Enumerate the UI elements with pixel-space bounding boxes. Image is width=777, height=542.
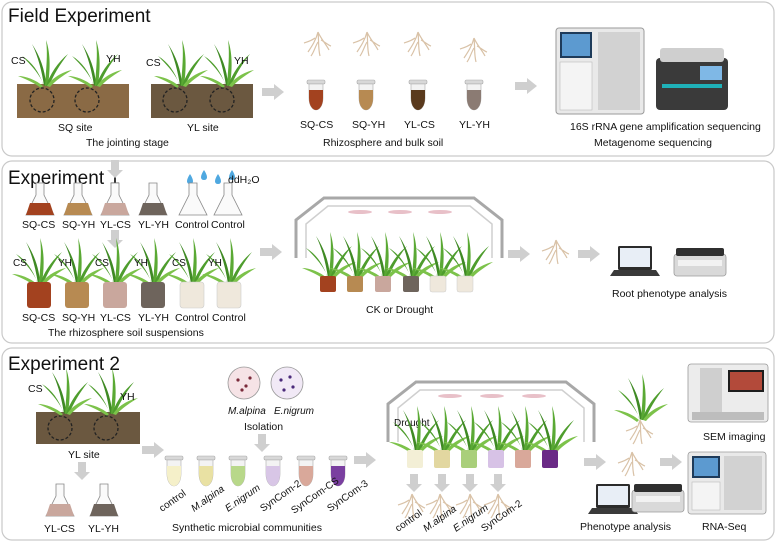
phenotype-caption: Phenotype analysis (580, 521, 671, 533)
pot-label-5: Control (175, 312, 209, 324)
drought-greenhouse: Drought (386, 380, 596, 468)
pot-label-2: SQ-YH (62, 312, 95, 324)
sem-caption: SEM imaging (703, 431, 766, 443)
drought-label: Drought (394, 418, 430, 429)
pot-top-label-1: CS (13, 258, 27, 269)
pot-label-1: SQ-CS (22, 312, 55, 324)
greenhouse-caption: CK or Drought (366, 304, 433, 316)
exp2-flask-label-1: YL-CS (44, 523, 75, 535)
exp2-flask-label-2: YL-YH (88, 523, 119, 535)
isolation-label: Isolation (244, 421, 283, 433)
tube-label-sq-yh: SQ-YH (352, 119, 385, 131)
yl-site-name: YL site (187, 122, 219, 134)
pot-top-label-6: YH (208, 258, 222, 269)
exp2-flasks: YL-CS YL-YH (44, 483, 119, 535)
experiment1-title: Experiment 1 (8, 168, 120, 189)
dish-label-1: M.alpina (228, 406, 266, 417)
root-analysis-equipment: Root phenotype analysis (610, 246, 727, 300)
exp2-cs-label: CS (28, 383, 43, 395)
experiment1-panel: Experiment 1 ddH₂O SQ-CS SQ-YH YL-CS YL-… (1, 160, 775, 344)
isolation-dishes: M.alpina E.nigrum Isolation (227, 366, 314, 433)
pot-label-3: YL-CS (100, 312, 131, 324)
jointing-stage-caption: The jointing stage (86, 137, 169, 149)
exp2-site-name: YL site (68, 449, 100, 461)
flask-label-4: YL-YH (138, 219, 169, 231)
greenhouse-ck-drought: CK or Drought (294, 196, 504, 316)
soil-caption: Rhizosphere and bulk soil (323, 137, 443, 149)
suspension-caption: The rhizosphere soil suspensions (48, 327, 204, 339)
sq-site-name: SQ site (58, 122, 93, 134)
field-experiment-panel: Field Experiment CS YH SQ site CS YH YL … (1, 1, 775, 157)
pot-top-label-3: CS (95, 258, 109, 269)
flask-label-5: Control (175, 219, 209, 231)
sem-instrument: SEM imaging (687, 363, 769, 443)
seq-caption-1: 16S rRNA gene amplification sequencing (570, 121, 761, 133)
tube-label-yl-cs: YL-CS (404, 119, 435, 131)
sequencer-illustration: 16S rRNA gene amplification sequencing M… (555, 27, 761, 149)
exp2-yh-label: YH (120, 391, 135, 403)
pot-label-4: YL-YH (138, 312, 169, 324)
yl-site-illustration: CS YH YL site (146, 40, 254, 134)
seq-caption-2: Metagenome sequencing (594, 137, 712, 149)
dish-label-2: E.nigrum (274, 406, 314, 417)
pot-top-label-2: YH (58, 258, 72, 269)
pot-top-label-5: CS (172, 258, 186, 269)
tube-label-yl-yh: YL-YH (459, 119, 490, 131)
sq-cs-label: CS (11, 55, 26, 67)
sq-yh-label: YH (106, 53, 121, 65)
rnaseq-caption: RNA-Seq (702, 521, 747, 533)
rnaseq-instrument: RNA-Seq (687, 451, 767, 533)
syncom-caption: Synthetic microbial communities (172, 522, 322, 534)
experiment2-title: Experiment 2 (8, 354, 120, 375)
water-drops-icon (187, 170, 235, 184)
flask-label-2: SQ-YH (62, 219, 95, 231)
flask-label-1: SQ-CS (22, 219, 55, 231)
pot-top-label-4: YH (134, 258, 148, 269)
field-experiment-title: Field Experiment (8, 6, 151, 27)
flask-label-3: YL-CS (100, 219, 131, 231)
root-analysis-caption: Root phenotype analysis (612, 288, 727, 300)
exp2-yl-site: CS YH YL site (28, 368, 140, 461)
pot-row: CS YH CS YH CS YH SQ-CS SQ-YH YL-CS YL-Y… (12, 238, 256, 339)
yl-cs-label: CS (146, 57, 161, 69)
experiment2-panel: Experiment 2 CS YH YL site YL-CS YL-YH (1, 347, 775, 541)
sq-site-illustration: CS YH SQ site (11, 40, 129, 134)
pot-label-6: Control (212, 312, 246, 324)
tube-label-sq-cs: SQ-CS (300, 119, 333, 131)
soil-tubes: SQ-CS SQ-YH YL-CS YL-YH Rhizosphere and … (300, 31, 490, 149)
ddh2o-label: ddH₂O (228, 174, 260, 186)
suspension-flasks: SQ-CS SQ-YH YL-CS YL-YH Control Control (22, 182, 245, 231)
flask-label-6: Control (211, 219, 245, 231)
phenotype-analysis: Phenotype analysis (580, 374, 685, 533)
yl-yh-label: YH (234, 55, 249, 67)
